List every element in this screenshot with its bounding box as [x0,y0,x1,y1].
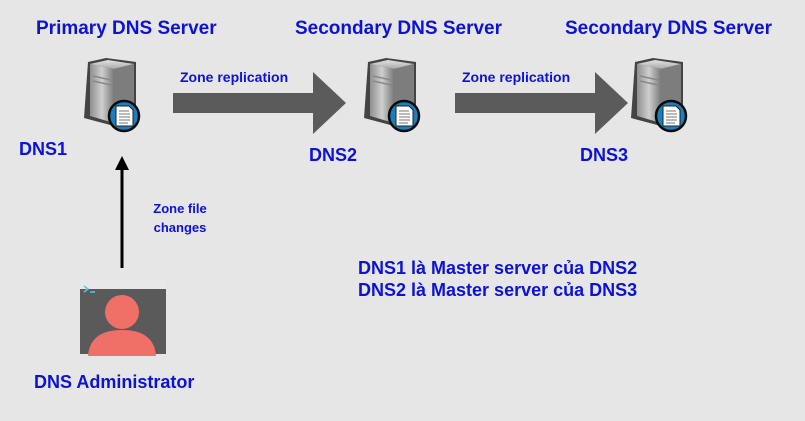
dns2-label: DNS2 [309,145,358,165]
secondary-dns-title-2: Secondary DNS Server [565,18,772,39]
secondary-dns-title-1: Secondary DNS Server [295,18,502,39]
zone-file-changes-line1: Zone file [153,201,207,216]
dns1-server-icon [82,56,141,133]
primary-dns-title: Primary DNS Server [36,18,217,39]
replication-arrow-2 [455,72,628,134]
dns1-label: DNS1 [19,139,68,159]
master-relationship-notes: DNS1 là Master server của DNS2 DNS2 là M… [358,257,637,301]
note-line-2: DNS2 là Master server của DNS3 [358,280,638,300]
dns3-label: DNS3 [580,145,629,165]
note-line-1: DNS1 là Master server của DNS2 [358,258,638,278]
dns2-server-icon [362,56,421,133]
zone-replication-label-2: Zone replication [462,69,571,85]
administrator-icon [80,280,166,356]
zone-replication-label-1: Zone replication [180,69,289,85]
zone-file-changes-line2: changes [153,220,207,235]
dns3-server-icon [629,56,688,133]
zone-change-arrowhead [115,156,129,170]
replication-arrow-1 [173,72,346,134]
dns-administrator-label: DNS Administrator [34,372,195,392]
zone-file-changes-label: Zone file changes [142,199,218,237]
